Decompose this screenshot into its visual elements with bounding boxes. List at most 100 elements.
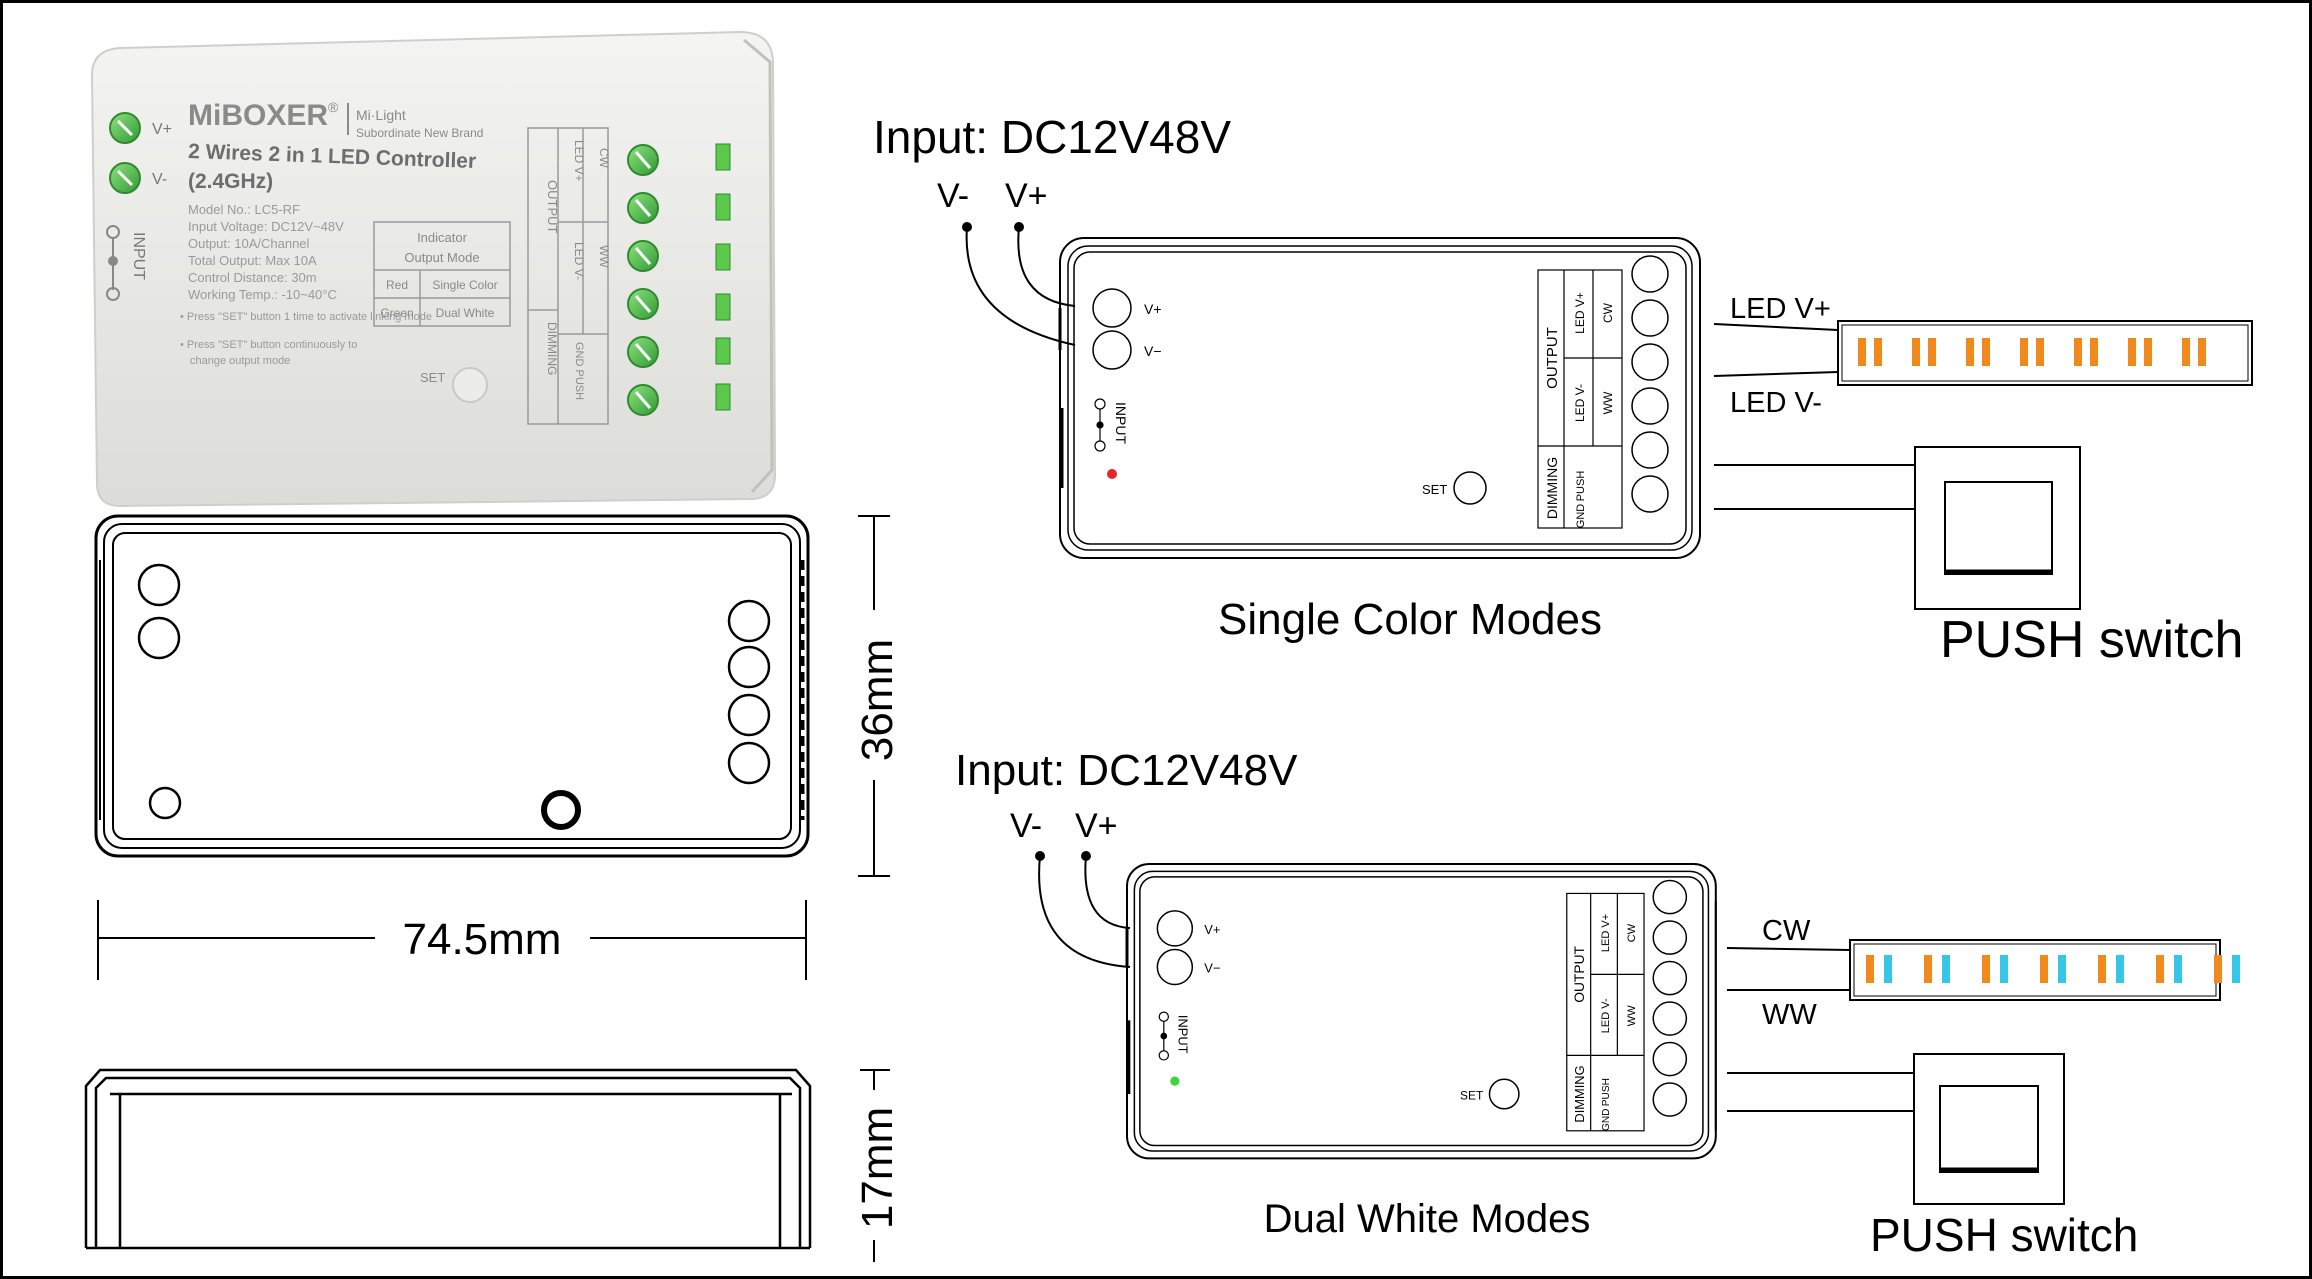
- dimension-height: [858, 515, 890, 877]
- indicator-color-green: Green: [380, 306, 413, 320]
- status-led: [1107, 469, 1117, 479]
- single-led-minus-label: LED V-: [1730, 387, 1822, 419]
- controller-inner-outline: [1133, 870, 1710, 1152]
- led-chip: [1982, 955, 1990, 983]
- screw-terminal: [627, 384, 659, 416]
- led-chip: [2116, 955, 2124, 983]
- led-chip: [1966, 338, 1974, 366]
- status-led: [1170, 1076, 1180, 1086]
- spec-line: Total Output: Max 10A: [188, 253, 317, 268]
- output-terminal: [1631, 343, 1669, 381]
- brand-registered-mark: ®: [328, 99, 339, 115]
- led-chip: [2020, 338, 2028, 366]
- led-chip: [1884, 955, 1892, 983]
- spec-line: Output: 10A/Channel: [188, 236, 310, 251]
- indicator-subtitle: Output Mode: [404, 250, 479, 265]
- label-push: PUSH: [1575, 471, 1587, 502]
- photo-label-input: INPUT: [130, 232, 147, 280]
- spec-line: Input Voltage: DC12V~48V: [188, 219, 344, 234]
- set-button: [1453, 471, 1487, 505]
- photo-label-v-minus: V-: [152, 171, 167, 188]
- instruction-notes: • Press "SET" button 1 time to activate …: [180, 311, 432, 367]
- output-terminal: [1631, 387, 1669, 425]
- dimension-width: [97, 900, 807, 980]
- note-line: change output mode: [190, 355, 290, 367]
- input-terminal-v-plus: [1092, 288, 1132, 328]
- dual-white-led-strip: [1849, 939, 2240, 1001]
- product-photo: V+ V- INPUT MiBOXER ® Mi·Light Subordina…: [90, 30, 777, 508]
- led-chip: [2174, 955, 2182, 983]
- photo-label-cw: CW: [597, 148, 611, 169]
- dual-white-diagram: Input: DC12V48V V- V+ V+V−INPUTSETOUTPUT…: [955, 746, 2240, 1261]
- photo-label-v-plus: V+: [152, 121, 172, 138]
- output-terminals: [627, 144, 659, 416]
- indicator-color-red: Red: [386, 278, 408, 292]
- label-v-plus: V+: [1144, 301, 1162, 317]
- single-wire-led-plus: [1713, 323, 1839, 331]
- screw-terminal: [627, 240, 659, 272]
- label-set: SET: [1460, 1089, 1484, 1103]
- led-chip: [1874, 338, 1882, 366]
- dimension-depth-label: 17mm: [853, 1107, 902, 1229]
- note-line: • Press "SET" button 1 time to activate …: [180, 311, 432, 323]
- label-output: OUTPUT: [1572, 945, 1587, 1002]
- input-polarity-icon: [1158, 1011, 1170, 1061]
- output-terminal: [1631, 255, 1669, 293]
- label-led-minus: LED V-: [1573, 384, 1587, 422]
- spec-line: Model No.: LC5-RF: [188, 202, 300, 217]
- spec-line: Control Distance: 30m: [188, 270, 317, 285]
- spec-list: Model No.: LC5-RF Input Voltage: DC12V~4…: [188, 202, 344, 302]
- led-chip: [2144, 338, 2152, 366]
- photo-label-output: OUTPUT: [545, 180, 560, 234]
- label-input: INPUT: [1176, 1015, 1191, 1054]
- output-terminal: [1652, 1041, 1688, 1077]
- screw-terminal: [627, 192, 659, 224]
- led-chip: [1858, 338, 1866, 366]
- single-caption: Single Color Modes: [1218, 595, 1602, 644]
- dual-push-switch: [1913, 1053, 2065, 1205]
- single-v-minus-label: V-: [937, 177, 969, 215]
- single-push-switch: [1914, 446, 2081, 610]
- input-polarity-icon: [1094, 398, 1106, 452]
- led-chip: [2090, 338, 2098, 366]
- label-gnd: GND: [1575, 504, 1587, 529]
- output-terminal: [1631, 475, 1669, 513]
- led-chip: [2182, 338, 2190, 366]
- dual-switch-label: PUSH switch: [1870, 1209, 2138, 1261]
- brand-logo: MiBOXER: [188, 99, 328, 132]
- output-terminal: [1631, 299, 1669, 337]
- single-input-label: Input: DC12V48V: [873, 111, 1231, 163]
- indicator-mode-single: Single Color: [432, 278, 497, 292]
- label-dimming: DIMMING: [1572, 1065, 1587, 1122]
- dimension-width-label: 74.5mm: [403, 915, 562, 964]
- photo-label-led-minus: LED V-: [572, 242, 586, 280]
- side-view-drawing: [84, 1068, 812, 1250]
- input-terminal-v-minus: [1092, 330, 1132, 370]
- label-led-plus: LED V+: [1573, 292, 1587, 334]
- output-terminal: [1652, 1001, 1688, 1036]
- input-polarity-icon: [106, 225, 120, 301]
- label-cw: CW: [1626, 923, 1638, 942]
- dual-input-label: Input: DC12V48V: [955, 746, 1298, 795]
- input-terminal-v-plus: [1156, 910, 1194, 947]
- spec-line: Working Temp.: -10~40°C: [188, 287, 337, 302]
- label-input: INPUT: [1113, 402, 1129, 444]
- photo-label-led-plus: LED V+: [572, 140, 586, 182]
- dual-v-minus-label: V-: [1010, 807, 1042, 845]
- label-output: OUTPUT: [1544, 327, 1561, 389]
- label-cw: CW: [1601, 302, 1615, 323]
- screw-terminal: [627, 288, 659, 320]
- dual-caption: Dual White Modes: [1264, 1197, 1591, 1241]
- indicator-mode-dual: Dual White: [436, 306, 495, 320]
- led-chip: [2214, 955, 2222, 983]
- label-v-minus: V−: [1204, 961, 1220, 976]
- led-chip: [2098, 955, 2106, 983]
- output-label-table: [1537, 269, 1623, 529]
- led-chip: [1942, 955, 1950, 983]
- label-set: SET: [1422, 482, 1447, 497]
- single-wire-led-minus: [1713, 371, 1839, 377]
- dual-wire-v-minus: [1038, 855, 1131, 968]
- screw-terminal: [627, 336, 659, 368]
- dual-wire-cw: [1726, 947, 1851, 951]
